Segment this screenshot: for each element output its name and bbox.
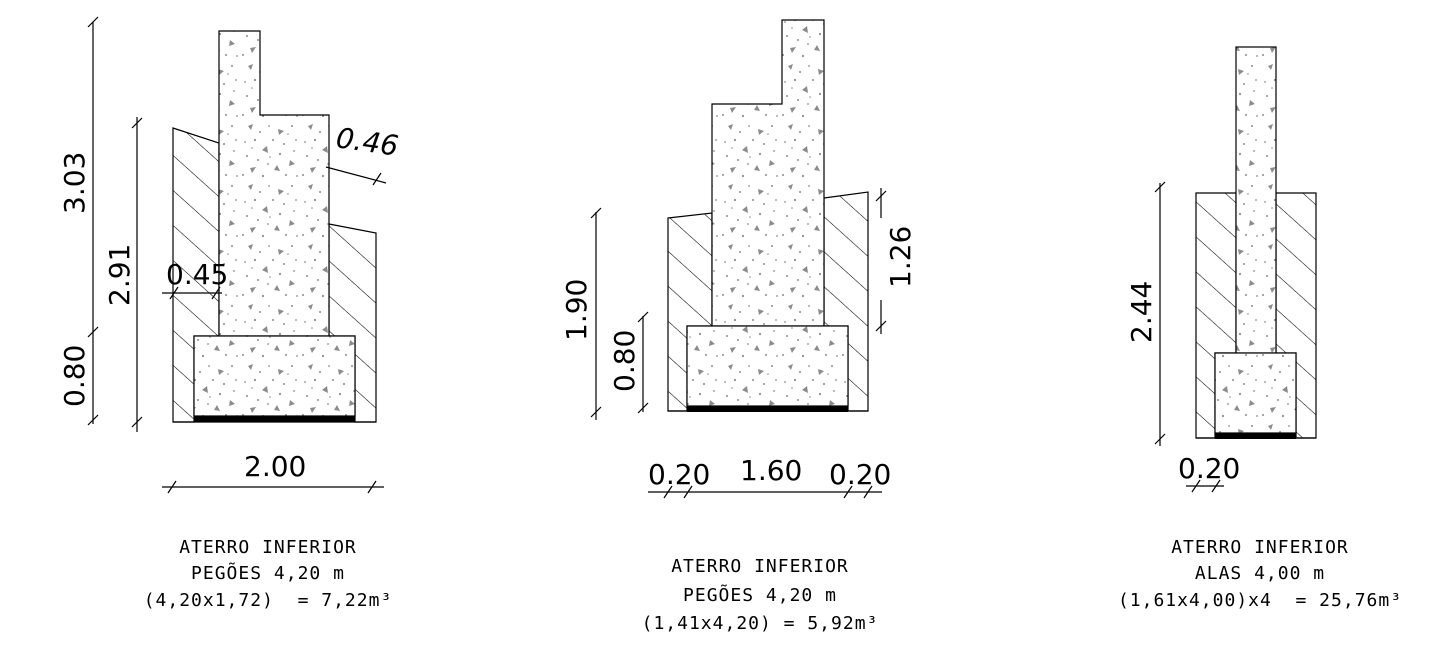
caption-line-3: (1,41x4,20) = 5,92m³ [642, 613, 879, 634]
caption-line-1: ATERRO INFERIOR [1171, 537, 1349, 558]
dim-width: 1.60 [740, 454, 802, 487]
section-3-alas: 2.44 0.20 ATERRO INFERIOR ALAS 4,00 m (1… [1118, 46, 1402, 611]
caption-line-2: PEGÕES 4,20 m [683, 584, 837, 606]
dim-left-offset: 0.20 [648, 458, 710, 491]
section-2-pegoes: 1.90 0.80 1.26 0.20 1.60 0.20 ATERRO INF… [560, 19, 917, 634]
dim-total-height: 2.44 [1125, 281, 1158, 343]
dim-total-height: 1.90 [560, 279, 593, 341]
dim-width: 2.00 [244, 450, 306, 483]
caption-line-3: (4,20x1,72) = 7,22m³ [144, 590, 393, 611]
caption-line-1: ATERRO INFERIOR [179, 537, 357, 558]
concrete-footing [193, 335, 356, 417]
concrete-wall [711, 19, 825, 327]
dim-total-height: 3.03 [58, 152, 91, 214]
base-layer [1215, 433, 1296, 439]
dim-footing-height: 0.80 [608, 330, 641, 392]
base-layer [687, 406, 848, 412]
caption-line-2: PEGÕES 4,20 m [191, 562, 345, 584]
concrete-wall [1235, 46, 1277, 354]
concrete-footing [1214, 352, 1297, 434]
caption-line-1: ATERRO INFERIOR [671, 556, 849, 577]
dim-left-offset: 0.20 [1178, 452, 1240, 485]
dim-wall-height: 2.91 [103, 244, 136, 306]
dim-wall-thickness: 0.45 [166, 258, 228, 291]
concrete-footing [686, 325, 849, 407]
concrete-wall [218, 30, 330, 337]
dim-fill-height: 1.26 [884, 226, 917, 288]
base-layer [194, 416, 355, 422]
dim-footing-height: 0.80 [58, 345, 91, 407]
dim-top-offset: 0.46 [334, 121, 400, 162]
dim-right-offset: 0.20 [829, 458, 891, 491]
caption-line-3: (1,61x4,00)x4 = 25,76m³ [1118, 590, 1402, 611]
section-1-pegoes: 3.03 2.91 0.80 0.45 0.46 2.00 ATERRO INF… [58, 16, 400, 611]
caption-line-2: ALAS 4,00 m [1195, 563, 1325, 584]
